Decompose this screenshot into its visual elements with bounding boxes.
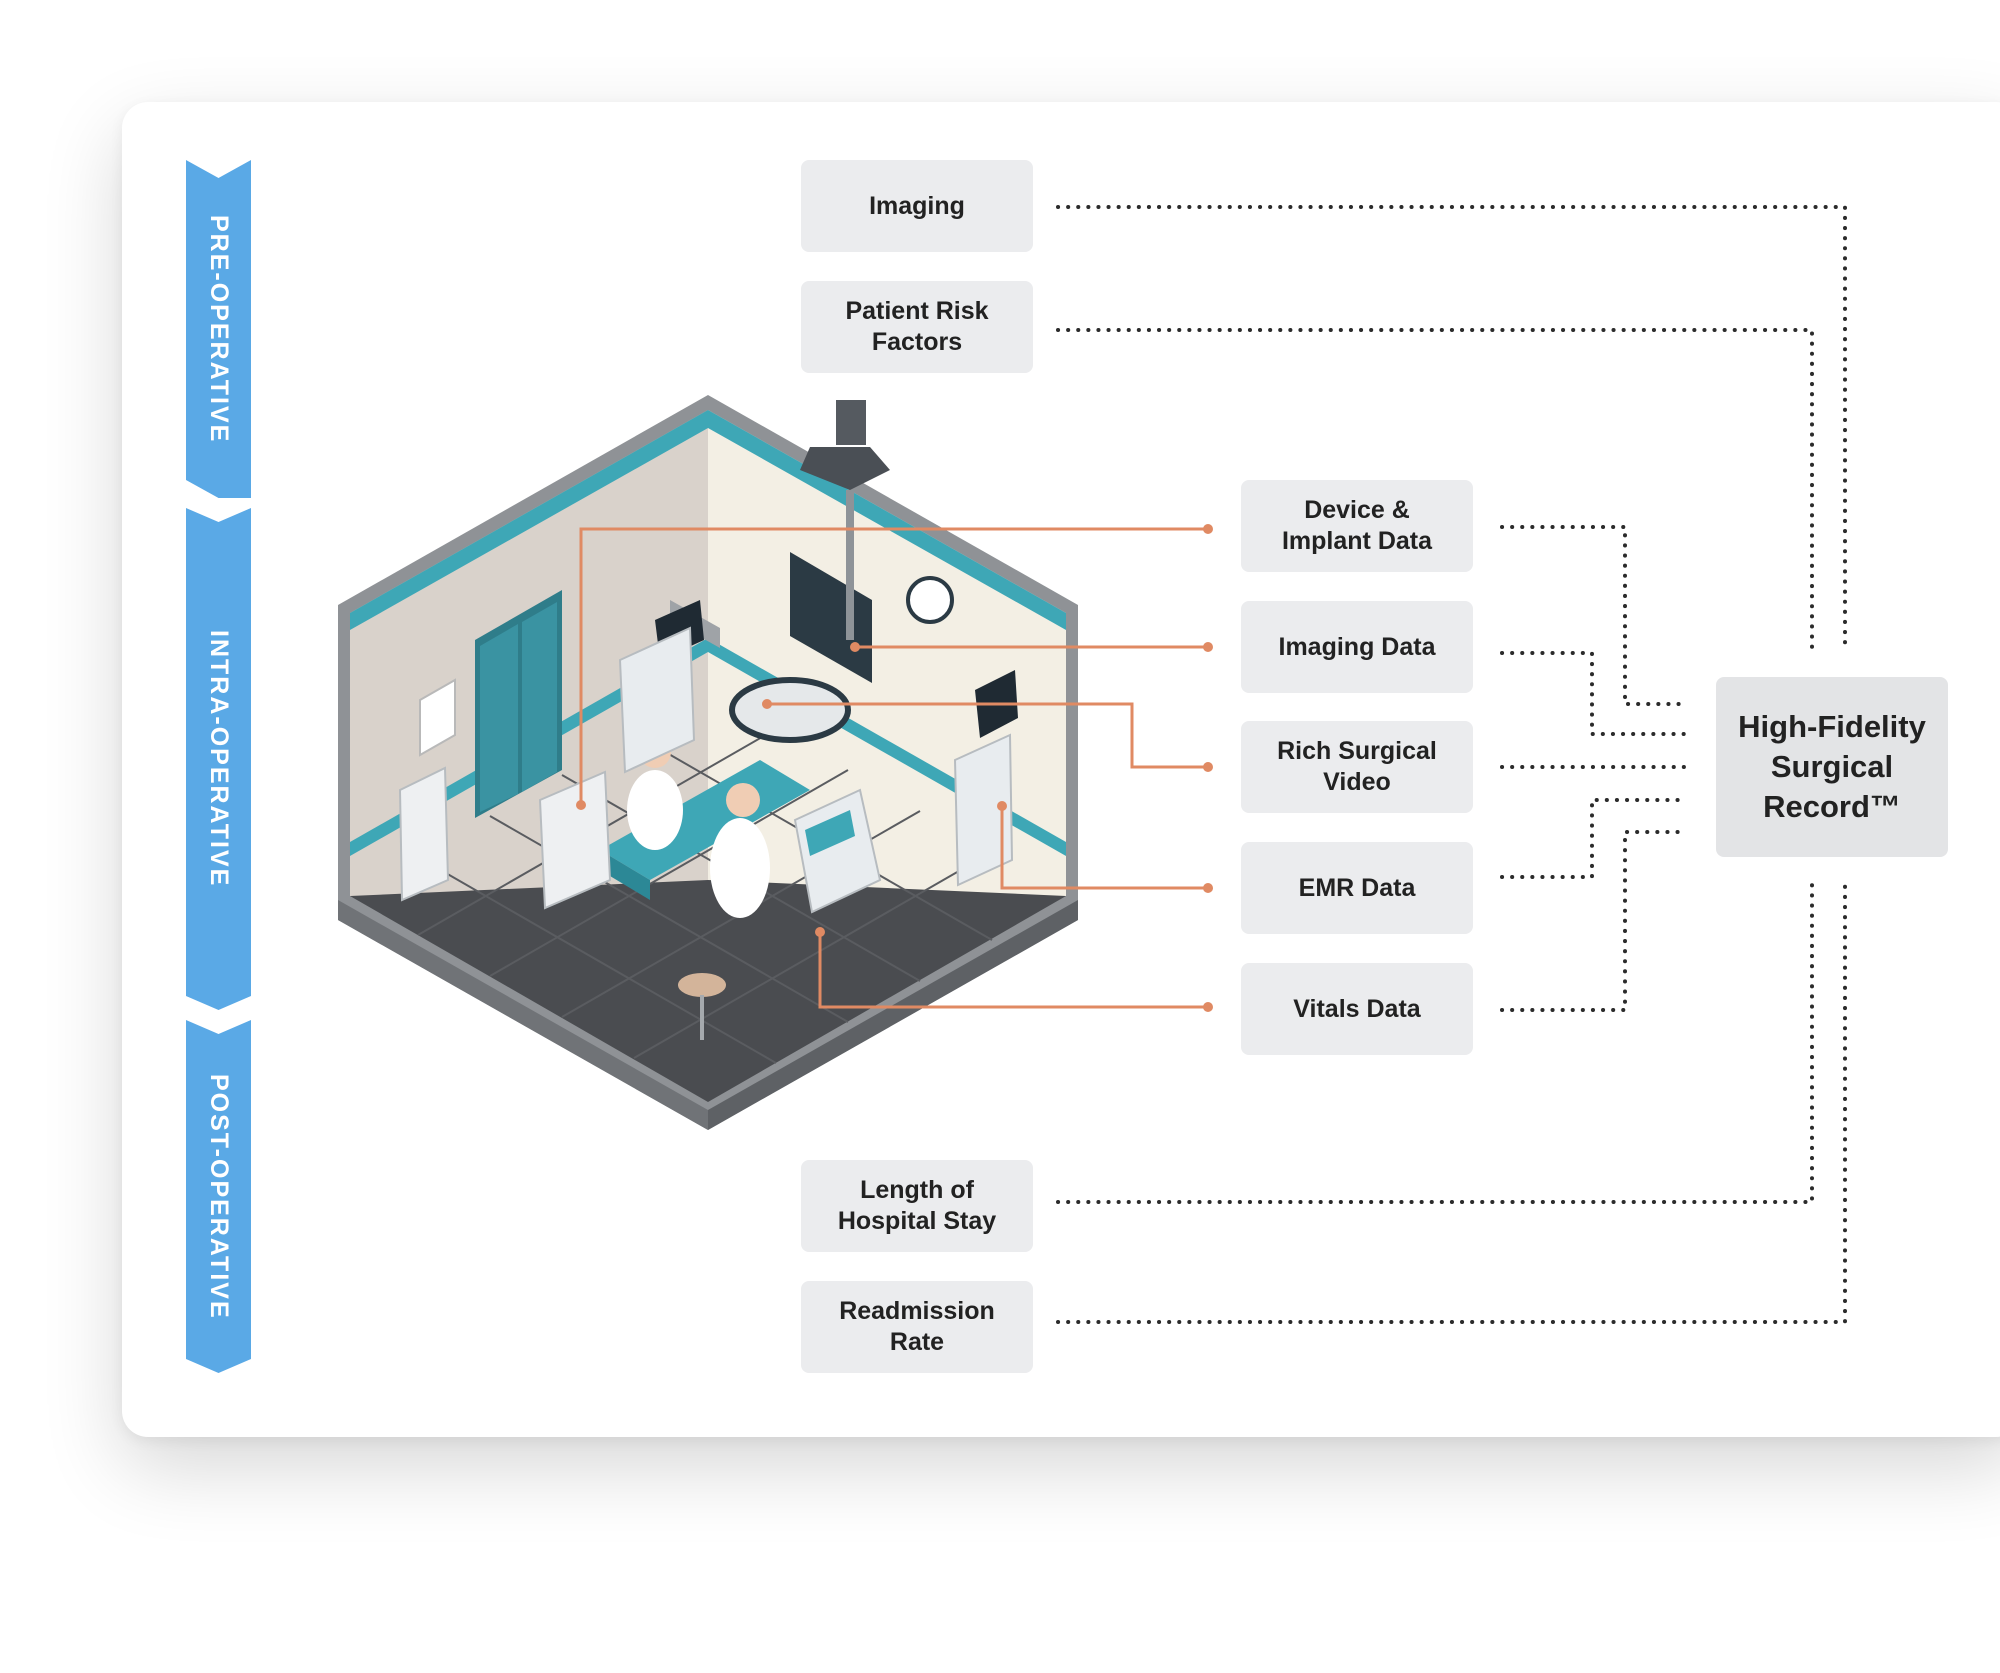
connector-imaging (1056, 205, 1847, 652)
phase-band-pre-operative: PRE-OPERATIVE (186, 160, 251, 498)
connector-readmission (1056, 883, 1847, 1324)
callout-video (767, 702, 1208, 769)
callout-emr (1000, 806, 1208, 890)
dotted-connectors (1056, 205, 1847, 1324)
box-vitals-data: Vitals Data (1241, 963, 1473, 1055)
phase-band-post-operative: POST-OPERATIVE (186, 1020, 251, 1373)
phase-label-intra-operative: INTRA-OPERATIVE (205, 630, 233, 888)
phase-label-post-operative: POST-OPERATIVE (205, 1073, 233, 1320)
connector-vitals (1500, 830, 1688, 1012)
box-imaging-data: Imaging Data (1241, 601, 1473, 693)
box-readmission-rate: Readmission Rate (801, 1281, 1033, 1373)
box-rich-surgical-video: Rich Surgical Video (1241, 721, 1473, 813)
phase-band-intra-operative: INTRA-OPERATIVE (186, 508, 251, 1010)
callout-lines (579, 527, 1208, 1009)
operating-room-illustration (338, 395, 1078, 1130)
connector-length-of-stay (1056, 883, 1814, 1204)
phase-label-pre-operative: PRE-OPERATIVE (205, 214, 233, 444)
box-length-of-hospital-stay: Length of Hospital Stay (801, 1160, 1033, 1252)
callout-vitals (818, 932, 1208, 1009)
box-imaging: Imaging (801, 160, 1033, 252)
box-device-implant-data: Device & Implant Data (1241, 480, 1473, 572)
high-fidelity-surgical-record: High-Fidelity Surgical Record™ (1716, 677, 1948, 857)
connector-imaging-data (1500, 651, 1688, 736)
box-patient-risk-factors: Patient Risk Factors (801, 281, 1033, 373)
connector-patient-risk (1056, 328, 1814, 652)
connector-device (1500, 525, 1688, 706)
callout-dots (576, 524, 1213, 1012)
callout-device (579, 527, 1208, 805)
box-emr-data: EMR Data (1241, 842, 1473, 934)
connector-emr (1500, 798, 1688, 879)
